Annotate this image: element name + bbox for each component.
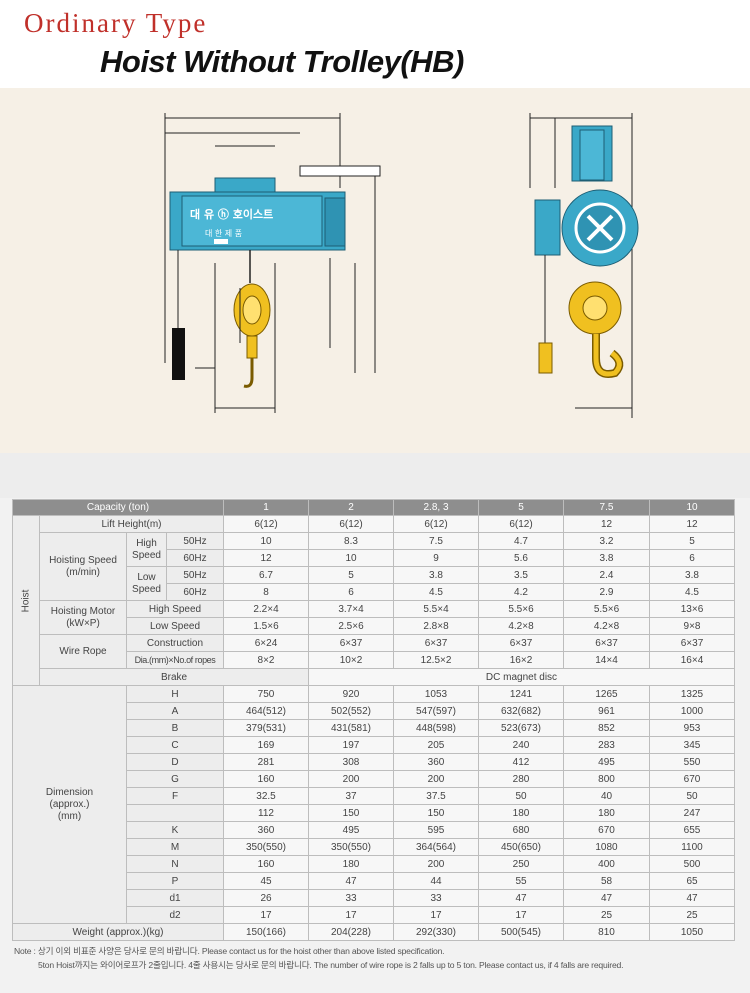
capacity-3: 2.8, 3 xyxy=(393,499,479,516)
lift-height-row: Hoist Lift Height(m) 6(12) 6(12) 6(12) 6… xyxy=(12,515,735,686)
dimension-label: Dimension (approx.) (mm) xyxy=(12,685,127,924)
lift-height-label: Lift Height(m) xyxy=(39,515,224,533)
capacity-7-5: 7.5 xyxy=(563,499,650,516)
weight-label: Weight (approx.)(kg) xyxy=(12,923,224,941)
dimension-row: d2 17 17 17 17 25 25 xyxy=(13,906,735,924)
product-type-subtitle: Ordinary Type xyxy=(24,8,208,38)
dimension-row: N 160 180 200 250 400 500 xyxy=(13,855,735,873)
hoist-body-side xyxy=(534,125,639,378)
dimension-row: Dimension (approx.) (mm) H 750 920 1053 … xyxy=(12,685,735,924)
weight-row: Weight (approx.)(kg) 150(166) 204(228) 2… xyxy=(12,923,735,941)
product-title: Hoist Without Trolley(HB) xyxy=(100,44,464,79)
panel-text-1: 대 유 ⓗ 호이스트 xyxy=(190,207,273,221)
wire-rope-row: Dia.(mm)×No.of ropes 8×2 10×2 12.5×2 16×… xyxy=(13,651,735,669)
dimension-row: d1 26 33 33 47 47 47 xyxy=(13,889,735,907)
dimension-row: P 45 47 44 55 58 65 xyxy=(13,872,735,890)
hoisting-speed-row: Hoisting Speed (m/min) High Speed 50Hz 1… xyxy=(13,532,735,601)
high-speed-label: High Speed xyxy=(126,532,167,567)
dimension-row: A 464(512) 502(552) 547(597) 632(682) 96… xyxy=(13,702,735,720)
section-gap xyxy=(0,453,750,498)
capacity-2: 2 xyxy=(308,499,394,516)
footnote: Note : 상기 이외 비표준 사양은 당사로 문의 바랍니다. Please… xyxy=(14,944,744,972)
header: Ordinary Type Hoist Without Trolley(HB) xyxy=(0,0,750,88)
hoist-diagram: 대 유 ⓗ 호이스트 대 한 제 품 xyxy=(164,113,639,418)
front-view xyxy=(164,113,381,413)
panel-text-2: 대 한 제 품 xyxy=(205,229,242,238)
capacity-1: 1 xyxy=(223,499,309,516)
wire-rope-label: Wire Rope xyxy=(39,634,127,669)
capacity-10: 10 xyxy=(649,499,735,516)
hoisting-speed-row: 60Hz 12 10 9 5.6 3.8 6 xyxy=(13,549,735,567)
hoisting-motor-row: Hoisting Motor (kW×P) High Speed 2.2×4 3… xyxy=(13,600,735,635)
side-view xyxy=(529,113,633,418)
capacity-5: 5 xyxy=(478,499,564,516)
brake-value: DC magnet disc xyxy=(308,668,735,686)
hoisting-motor-row: Low Speed 1.5×6 2.5×6 2.8×8 4.2×8 4.2×8 … xyxy=(13,617,735,635)
dimension-row: K 360 495 595 680 670 655 xyxy=(13,821,735,839)
hoisting-speed-row: Low Speed 50Hz 6.7 5 3.8 3.5 2.4 3.8 xyxy=(13,566,735,601)
hoisting-speed-row: 60Hz 8 6 4.5 4.2 2.9 4.5 xyxy=(13,583,735,601)
brake-row: Brake DC magnet disc xyxy=(13,668,735,686)
hoisting-motor-label: Hoisting Motor (kW×P) xyxy=(39,600,127,635)
wire-rope-row: Wire Rope Construction 6×24 6×37 6×37 6×… xyxy=(13,634,735,669)
dimension-row: B 379(531) 431(581) 448(598) 523(673) 85… xyxy=(13,719,735,737)
brake-label: Brake xyxy=(39,668,309,686)
dimension-row: 112 150 150 180 180 247 xyxy=(13,804,735,822)
footnote-line-2: 5ton Hoist까지는 와이어로프가 2줄입니다. 4줄 사용시는 당사로 … xyxy=(38,960,624,970)
dimension-row: F 32.5 37 37.5 50 40 50 xyxy=(13,787,735,805)
capacity-label: Capacity (ton) xyxy=(12,499,224,516)
capacity-header-row: Capacity (ton) 1 2 2.8, 3 5 7.5 10 xyxy=(12,499,735,516)
hoist-body-front: 대 유 ⓗ 호이스트 대 한 제 품 xyxy=(169,177,346,388)
dimension-row: D 281 308 360 412 495 550 xyxy=(13,753,735,771)
hoisting-speed-label: Hoisting Speed (m/min) xyxy=(39,532,127,601)
low-speed-label: Low Speed xyxy=(126,566,167,601)
dimension-row: G 160 200 200 280 800 670 xyxy=(13,770,735,788)
footnote-line-1: Note : 상기 이외 비표준 사양은 당사로 문의 바랍니다. Please… xyxy=(14,946,445,956)
technical-drawing: 대 유 ⓗ 호이스트 대 한 제 품 xyxy=(0,88,750,453)
hoist-group-label: Hoist xyxy=(12,515,40,686)
specification-table: Capacity (ton) 1 2 2.8, 3 5 7.5 10 Hoist… xyxy=(12,499,735,941)
